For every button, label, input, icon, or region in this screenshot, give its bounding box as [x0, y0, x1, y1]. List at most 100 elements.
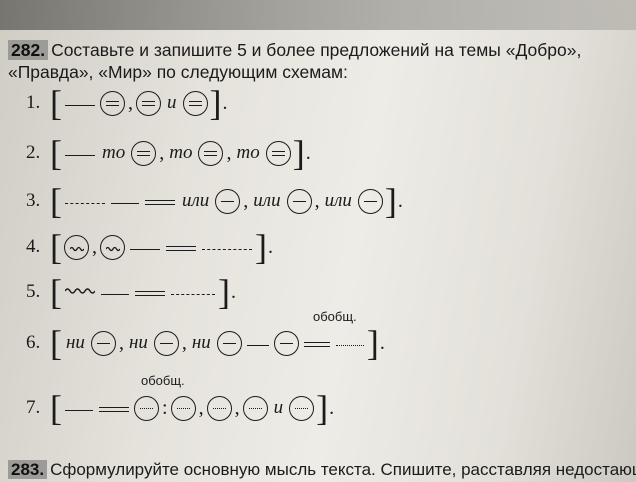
task-283-heading: 283.Сформулируйте основную мысль текста.…	[8, 460, 636, 480]
comma: ,	[159, 141, 165, 164]
bracket-open: [	[50, 181, 62, 221]
period: .	[329, 396, 335, 419]
dash-mark	[246, 337, 269, 349]
task-number: 283.	[8, 460, 48, 479]
comma: ,	[92, 235, 97, 258]
conjunction-ni: ни	[66, 332, 85, 353]
circumstance-mark	[171, 286, 215, 298]
predicate-mark	[166, 241, 196, 253]
homogeneous-member-circle	[153, 330, 179, 356]
task-282-heading: 282.Составьте и запишите 5 и более предл…	[8, 39, 632, 83]
homogeneous-predicate-circle	[100, 90, 125, 116]
subject-mark	[65, 402, 93, 414]
attribute-mark	[64, 283, 96, 301]
homogeneous-object-circle	[206, 395, 232, 421]
predicate-mark	[99, 402, 129, 414]
scheme-number: 4.	[26, 236, 41, 257]
task-number: 282.	[8, 40, 49, 60]
predicate-mark	[303, 337, 330, 349]
scheme-6: 6. [ ни , ни , ни ] .	[26, 323, 386, 363]
conjunction-i: и	[273, 397, 284, 418]
scheme-4: 4. [ , ] .	[26, 227, 274, 267]
homogeneous-predicate-circle	[265, 140, 291, 166]
bracket-close: ]	[218, 272, 230, 312]
bracket-open: [	[50, 323, 62, 363]
scheme-number: 5.	[26, 281, 41, 302]
generalizing-word-circle	[273, 330, 299, 356]
subject-mark	[101, 286, 129, 298]
task-instruction: Сформулируйте основную мысль текста. Спи…	[50, 460, 636, 479]
homogeneous-object-circle	[289, 395, 315, 421]
predicate-mark	[145, 195, 175, 207]
comma: ,	[118, 331, 124, 354]
period: .	[305, 141, 311, 164]
bracket-close: ]	[255, 227, 267, 267]
subject-mark	[111, 195, 139, 207]
period: .	[222, 91, 228, 114]
scheme-5: 5. [ ] .	[26, 272, 237, 312]
subject-mark	[65, 147, 95, 159]
conjunction-ili: или	[253, 190, 281, 211]
conjunction-to: то	[102, 142, 126, 163]
scheme-number: 2.	[26, 142, 41, 163]
homogeneous-member-circle	[216, 330, 242, 356]
comma: ,	[314, 189, 320, 212]
circumstance-mark	[202, 241, 252, 253]
task-instruction: Составьте и запишите 5 и более предложен…	[8, 40, 582, 82]
scheme-7: 7. [ : , , и ] .	[26, 388, 335, 428]
homogeneous-predicate-circle	[198, 140, 224, 166]
homogeneous-member-circle	[90, 330, 116, 356]
subject-mark	[65, 97, 95, 109]
scheme-number: 3.	[26, 190, 41, 211]
homogeneous-member-circle	[286, 188, 312, 214]
homogeneous-object-circle	[170, 395, 196, 421]
colon: :	[162, 396, 168, 419]
period: .	[397, 189, 403, 212]
homogeneous-predicate-circle	[131, 140, 157, 166]
object-mark	[335, 337, 364, 349]
conjunction-ili: или	[182, 190, 210, 211]
bracket-open: [	[50, 227, 62, 267]
comma: ,	[243, 189, 249, 212]
bracket-close: ]	[292, 133, 305, 173]
scheme-2: 2. [ то , то , то ] .	[26, 133, 312, 173]
homogeneous-predicate-circle	[182, 90, 208, 116]
predicate-mark	[135, 286, 165, 298]
previous-page-edge	[0, 0, 636, 30]
bracket-open: [	[50, 83, 62, 123]
comma: ,	[234, 396, 240, 419]
homogeneous-attribute-circle	[64, 234, 89, 260]
conjunction-i: и	[167, 92, 177, 113]
homogeneous-object-circle	[242, 395, 268, 421]
comma: ,	[128, 91, 133, 114]
bracket-close: ]	[366, 323, 379, 363]
generalizing-word-label: обобщ.	[141, 373, 185, 388]
comma: ,	[226, 141, 232, 164]
bracket-open: [	[50, 388, 62, 428]
subject-mark	[130, 241, 160, 253]
conjunction-ili: или	[324, 190, 352, 211]
homogeneous-predicate-circle	[136, 90, 161, 116]
scheme-number: 6.	[26, 332, 41, 353]
scheme-number: 1.	[26, 92, 41, 113]
bracket-close: ]	[384, 181, 397, 221]
conjunction-ni: ни	[128, 332, 148, 353]
circumstance-mark	[65, 195, 105, 207]
scheme-number: 7.	[26, 397, 41, 418]
generalizing-word-label: обобщ.	[313, 309, 357, 324]
period: .	[379, 331, 385, 354]
homogeneous-member-circle	[357, 188, 383, 214]
bracket-open: [	[50, 133, 62, 173]
bracket-open: [	[50, 272, 62, 312]
homogeneous-attribute-circle	[100, 234, 125, 260]
scheme-3: 3. [ или , или , или ] .	[26, 181, 404, 221]
conjunction-to: то	[236, 142, 260, 163]
comma: ,	[181, 331, 187, 354]
conjunction-ni: ни	[191, 332, 211, 353]
generalizing-word-circle	[134, 395, 159, 421]
period: .	[268, 235, 273, 258]
comma: ,	[198, 396, 204, 419]
bracket-close: ]	[316, 388, 329, 428]
homogeneous-member-circle	[215, 188, 241, 214]
scheme-1: 1. [ , и ] .	[26, 83, 229, 123]
